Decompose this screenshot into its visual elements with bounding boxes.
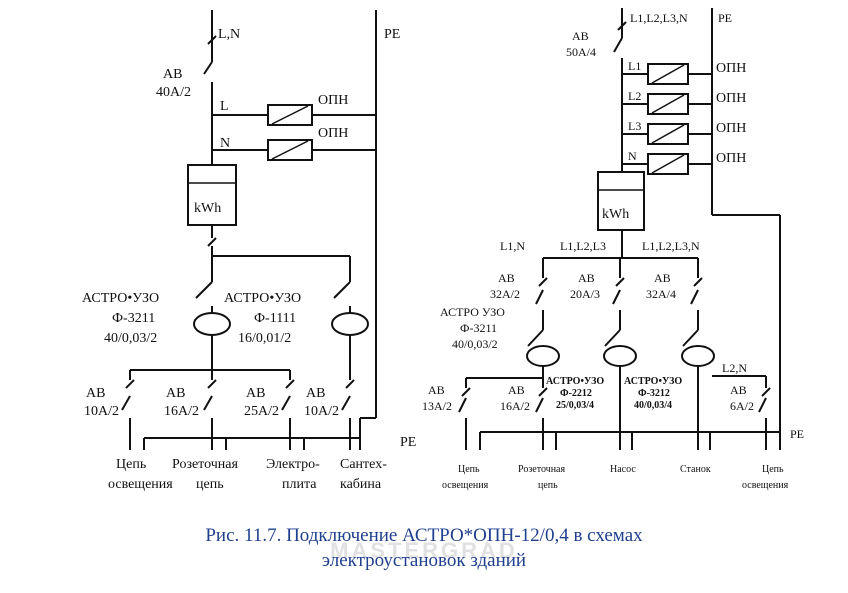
left-br3-rating: 25А/2 bbox=[244, 404, 279, 419]
right-rcd1-rating: 40/0,03/2 bbox=[452, 337, 498, 351]
right-bus4-label: L2,N bbox=[722, 361, 747, 375]
right-br-d-label: АВ bbox=[428, 383, 445, 397]
left-br4-rating: 10А/2 bbox=[304, 404, 339, 419]
right-rcd3-model: Ф-3212 bbox=[638, 388, 670, 399]
left-pe-label: PE bbox=[384, 27, 400, 42]
right-br-e-rating: 16А/2 bbox=[500, 399, 530, 413]
right-pe-bottom-label: PE bbox=[790, 427, 804, 441]
left-rcd2-model: Ф-1111 bbox=[254, 311, 296, 326]
left-br2-rating: 16А/2 bbox=[164, 404, 199, 419]
right-rcd1-model: Ф-3211 bbox=[460, 321, 497, 335]
right-br-c-rating: 32А/4 bbox=[646, 287, 676, 301]
left-load2-line2: цепь bbox=[196, 477, 224, 492]
right-ph2-label: L2 bbox=[628, 89, 641, 103]
left-spd2-label: ОПН bbox=[318, 126, 348, 141]
right-ph1-label: L1 bbox=[628, 59, 641, 73]
left-load2-line1: Розеточная bbox=[172, 457, 239, 472]
right-neutral-label: N bbox=[628, 149, 637, 163]
right-meter bbox=[597, 171, 645, 231]
left-neutral-label: N bbox=[220, 136, 230, 151]
left-branch-breakers bbox=[121, 379, 355, 450]
left-br2-label: АВ bbox=[166, 386, 185, 401]
left-br3-label: АВ bbox=[246, 386, 265, 401]
right-spd4-label: ОПН bbox=[716, 151, 746, 166]
right-spd3-label: ОПН bbox=[716, 121, 746, 136]
left-spd1-label: ОПН bbox=[318, 93, 348, 108]
left-scheme: L,N АВ 40А/2 L N PE ОПН ОПН kWh АСТРО•У bbox=[82, 10, 416, 492]
right-load4: Станок bbox=[680, 464, 711, 475]
left-rcd1-rating: 40/0,03/2 bbox=[104, 331, 157, 346]
left-load3-line1: Электро- bbox=[266, 457, 320, 472]
figure-caption-line2: электроустановок зданий bbox=[321, 550, 527, 571]
right-pe-label: PE bbox=[718, 11, 732, 25]
left-rcd1-model: Ф-3211 bbox=[112, 311, 155, 326]
right-bus1-label: L1,N bbox=[500, 239, 525, 253]
right-rcd2-rating: 25/0,03/4 bbox=[556, 400, 594, 411]
right-br-a-rating: 32А/2 bbox=[490, 287, 520, 301]
left-br4-label: АВ bbox=[306, 386, 325, 401]
right-scheme: L1,L2,L3,N PE АВ 50А/4 L1 L2 L3 bbox=[422, 8, 804, 491]
left-load3-line2: плита bbox=[282, 477, 317, 492]
left-main-breaker-label: АВ bbox=[163, 67, 182, 82]
right-br-f-rating: 6А/2 bbox=[730, 399, 754, 413]
right-line-label: L1,L2,L3,N bbox=[630, 11, 688, 25]
right-br-b-label: АВ bbox=[578, 271, 595, 285]
left-br1-label: АВ bbox=[86, 386, 105, 401]
right-load2-line2: цепь bbox=[538, 480, 558, 491]
right-br-b-rating: 20А/3 bbox=[570, 287, 600, 301]
right-load5-line2: освещения bbox=[742, 480, 789, 491]
left-load4-line2: кабина bbox=[340, 477, 382, 492]
left-load1-line1: Цепь bbox=[116, 457, 146, 472]
right-load1-line1: Цепь bbox=[458, 464, 480, 475]
right-rcd3-rating: 40/0,03/4 bbox=[634, 400, 672, 411]
left-br1-rating: 10А/2 bbox=[84, 404, 119, 419]
left-rcd2-brand: АСТРО•УЗО bbox=[224, 291, 301, 306]
left-meter-label: kWh bbox=[194, 201, 221, 216]
right-load5-line1: Цепь bbox=[762, 464, 784, 475]
right-rcd2-model: Ф-2212 bbox=[560, 388, 592, 399]
right-rcd1-brand: АСТРО УЗО bbox=[440, 305, 505, 319]
right-ph3-label: L3 bbox=[628, 119, 641, 133]
right-load2-line1: Розеточная bbox=[518, 464, 566, 475]
left-load4-line1: Сантех- bbox=[340, 457, 387, 472]
right-load1-line2: освещения bbox=[442, 480, 489, 491]
right-spd1-label: ОПН bbox=[716, 61, 746, 76]
left-line-label: L,N bbox=[218, 27, 240, 42]
right-rcd3-brand: АСТРО•УЗО bbox=[624, 376, 682, 387]
left-meter bbox=[187, 164, 237, 226]
right-main-breaker-label: АВ bbox=[572, 29, 589, 43]
left-phase-label: L bbox=[220, 99, 229, 114]
left-main-breaker-rating: 40А/2 bbox=[156, 85, 191, 100]
wiring-diagram: L,N АВ 40А/2 L N PE ОПН ОПН kWh АСТРО•У bbox=[82, 8, 804, 492]
left-rcd1-brand: АСТРО•УЗО bbox=[82, 291, 159, 306]
right-meter-label: kWh bbox=[602, 207, 629, 222]
right-bus3-label: L1,L2,L3,N bbox=[642, 239, 700, 253]
left-pe-bottom-label: PE bbox=[400, 435, 416, 450]
right-spd2-label: ОПН bbox=[716, 91, 746, 106]
right-bus2-label: L1,L2,L3 bbox=[560, 239, 606, 253]
left-rcd2-rating: 16/0,01/2 bbox=[238, 331, 291, 346]
right-main-breaker-rating: 50А/4 bbox=[566, 45, 596, 59]
right-br-d-rating: 13А/2 bbox=[422, 399, 452, 413]
right-rcd2-brand: АСТРО•УЗО bbox=[546, 376, 604, 387]
right-br-c-label: АВ bbox=[654, 271, 671, 285]
right-load3: Насос bbox=[610, 464, 636, 475]
figure-caption-line1: Рис. 11.7. Подключение АСТРО*ОПН-12/0,4 … bbox=[205, 525, 643, 546]
left-load1-line2: освещения bbox=[108, 477, 173, 492]
right-br-f-label: АВ bbox=[730, 383, 747, 397]
right-spd-stack bbox=[622, 63, 712, 175]
right-br-a-label: АВ bbox=[498, 271, 515, 285]
watermark: MASTERGRAD bbox=[330, 538, 518, 563]
right-br-e-label: АВ bbox=[508, 383, 525, 397]
